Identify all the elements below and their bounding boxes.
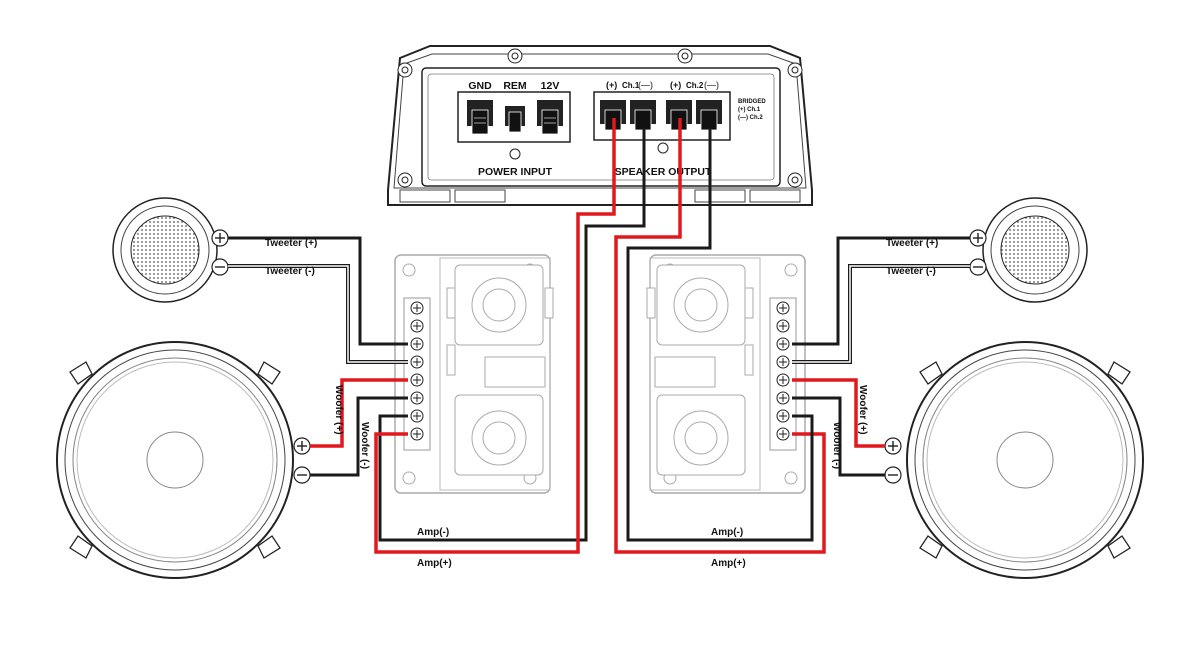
rem-terminal: [505, 106, 525, 133]
ch2-label: Ch.2: [686, 81, 704, 90]
right-tweeter-neg-label: Tweeter (-): [886, 266, 936, 277]
right-tweeter-pos-label: Tweeter (+): [886, 238, 938, 249]
left-tweeter-neg-terminal: [211, 258, 229, 276]
left-woofer-neg-terminal: [293, 466, 311, 484]
ch2-pos-label: (+): [670, 80, 681, 90]
left-woofer-pos-label: Woofer (+): [333, 385, 344, 435]
wires: [228, 118, 970, 554]
right-amp-pos-label: Amp(+): [711, 558, 746, 569]
12v-label: 12V: [541, 80, 560, 92]
right-crossover: [646, 254, 806, 494]
ch1-neg-label: (—): [638, 80, 653, 90]
gnd-label: GND: [468, 80, 492, 92]
right-tweeter-neg-terminal: [969, 258, 987, 276]
ch2-neg-label: (—): [704, 80, 719, 90]
right-woofer-pos-terminal: [884, 437, 902, 455]
left-tweeter-pos-label: Tweeter (+): [265, 238, 317, 249]
power-input-caption: POWER INPUT: [478, 166, 553, 178]
rem-label: REM: [503, 80, 527, 92]
12v-terminal: [537, 100, 563, 135]
right-tweeter: [969, 197, 1088, 303]
left-amp-neg-label: Amp(-): [417, 527, 449, 538]
left-tweeter-pos-terminal: [211, 229, 229, 247]
right-tweeter-pos-terminal: [969, 229, 987, 247]
bridged-pos: (+) Ch.1: [738, 107, 761, 113]
gnd-terminal: [467, 100, 493, 135]
ch1-label: Ch.1: [622, 81, 640, 90]
ch1-pos-label: (+): [606, 80, 617, 90]
left-tweeter-neg-label: Tweeter (-): [265, 266, 315, 277]
left-crossover: [394, 254, 554, 494]
speaker-output-caption: SPEAKER OUTPUT: [615, 166, 712, 178]
left-amp-pos-label: Amp(+): [417, 558, 452, 569]
right-woofer-neg-terminal: [884, 466, 902, 484]
left-tweeter: [112, 197, 229, 303]
left-woofer-pos-terminal: [293, 437, 311, 455]
left-woofer-neg-label: Woofer (-): [359, 422, 370, 469]
right-woofer: [884, 341, 1144, 579]
right-woofer-pos-label: Woofer (+): [857, 385, 868, 435]
bridged-neg: (—) Ch.2: [738, 115, 763, 121]
right-amp-neg-label: Amp(-): [711, 527, 743, 538]
amplifier: GND REM 12V POWER INPUT (+) Ch.1 (—) (+)…: [387, 45, 813, 206]
left-woofer: [52, 341, 311, 579]
bridged-title: BRIDGED: [738, 99, 766, 105]
right-woofer-neg-label: Woofer (-): [831, 422, 842, 469]
